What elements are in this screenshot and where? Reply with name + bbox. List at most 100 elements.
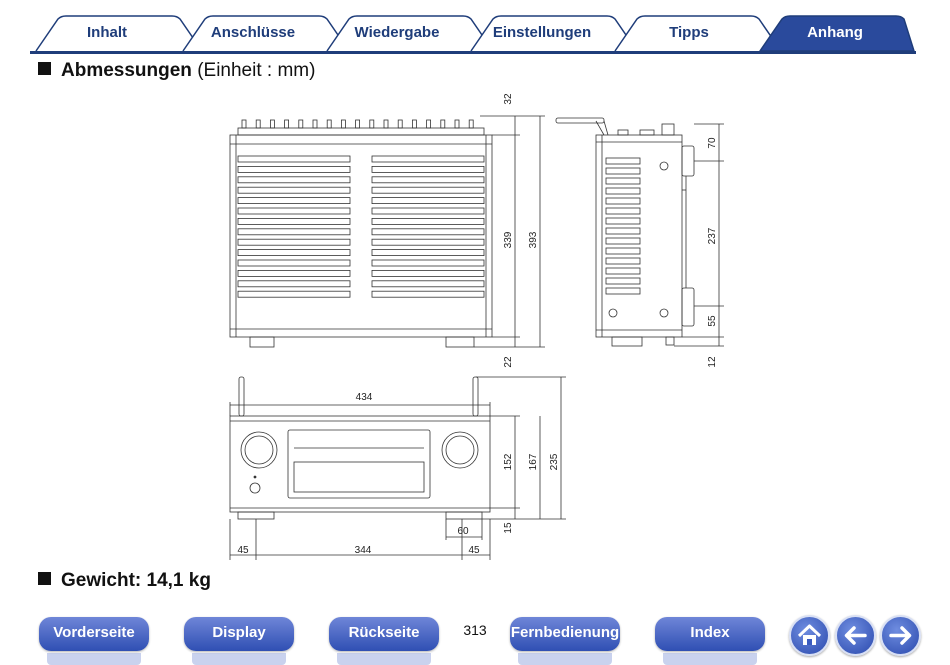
- connector-post: [312, 119, 318, 129]
- dim-foot-height: 15: [503, 522, 514, 534]
- vent-slot: [371, 155, 485, 163]
- tab-bar: Inhalt Anschlüsse Wiedergabe Einstellung…: [0, 0, 950, 56]
- vent-slot: [371, 228, 485, 236]
- dim-total-depth: 393: [528, 231, 539, 248]
- tab-wiedergabe[interactable]: Wiedergabe: [354, 24, 440, 41]
- vent-slot: [605, 217, 641, 225]
- connector-post: [411, 119, 417, 129]
- dimension-labels: 32 339 393 22 70 237 55 12 434 152 167 2…: [237, 93, 718, 556]
- vent-slot: [371, 165, 485, 173]
- vent-slot: [237, 269, 351, 277]
- dim-side-top: 70: [707, 137, 718, 149]
- dim-side-lower: 55: [707, 315, 718, 327]
- vent-slot: [237, 217, 351, 225]
- vent-slot: [237, 176, 351, 184]
- vent-slot: [371, 249, 485, 257]
- connector-post: [468, 119, 474, 129]
- front-panel-button[interactable]: Vorderseite: [39, 617, 149, 665]
- tab-bar-shapes: [30, 15, 916, 54]
- connector-post: [355, 119, 361, 129]
- vent-slot: [237, 186, 351, 194]
- vent-slot: [371, 290, 485, 298]
- dim-side-foot: 12: [707, 356, 718, 368]
- vent-slot: [371, 176, 485, 184]
- forward-button[interactable]: [880, 615, 921, 656]
- vent-slot: [237, 165, 351, 173]
- index-button[interactable]: Index: [655, 617, 765, 665]
- vent-slot: [605, 277, 641, 285]
- vent-slot: [605, 207, 641, 215]
- vent-slot: [605, 247, 641, 255]
- dim-foot-width: 60: [457, 526, 469, 537]
- vent-slot: [605, 177, 641, 185]
- connector-post: [326, 119, 332, 129]
- vent-slot: [371, 197, 485, 205]
- dim-body-height: 152: [503, 453, 514, 470]
- tab-einstellungen[interactable]: Einstellungen: [492, 24, 592, 41]
- rear-panel-button[interactable]: Rückseite: [329, 617, 439, 665]
- vent-slot: [237, 197, 351, 205]
- home-icon: [797, 624, 822, 645]
- dim-left-offset: 45: [237, 545, 249, 556]
- dim-height-with-feet: 167: [528, 453, 539, 470]
- side-view-dimensions: [674, 123, 724, 347]
- back-button[interactable]: [835, 615, 876, 656]
- vent-slot: [371, 238, 485, 246]
- section-title-dimensions: Abmessungen (Einheit : mm): [38, 60, 315, 82]
- vent-slot: [605, 287, 641, 295]
- vent-slot: [237, 228, 351, 236]
- connector-post: [255, 119, 261, 129]
- tab-tipps[interactable]: Tipps: [669, 24, 709, 41]
- vent-slot: [605, 237, 641, 245]
- arrow-left-icon: [844, 626, 867, 645]
- dimensions-unit: (Einheit : mm): [197, 60, 316, 81]
- dim-height-with-antenna: 235: [549, 453, 560, 470]
- connector-post: [241, 119, 247, 129]
- bullet-square-icon: [38, 572, 51, 585]
- vent-slot: [371, 217, 485, 225]
- vent-slot: [237, 249, 351, 257]
- tab-anschluesse[interactable]: Anschlüsse: [210, 24, 296, 41]
- page-number: 313: [463, 622, 487, 638]
- connector-post: [340, 119, 346, 129]
- connector-post: [440, 119, 446, 129]
- connector-post: [397, 119, 403, 129]
- tab-inhalt[interactable]: Inhalt: [87, 24, 127, 41]
- arrow-right-icon: [889, 626, 912, 645]
- top-view-dimensions: [474, 115, 545, 348]
- connector-post: [369, 119, 375, 129]
- vent-slot: [371, 207, 485, 215]
- tab-anhang[interactable]: Anhang: [807, 24, 863, 41]
- vent-slot: [605, 187, 641, 195]
- dim-width: 434: [356, 392, 373, 403]
- bullet-square-icon: [38, 62, 51, 75]
- connector-post: [284, 119, 290, 129]
- vent-slot: [371, 269, 485, 277]
- connector-post: [454, 119, 460, 129]
- vent-slot: [371, 259, 485, 267]
- vent-slot: [605, 227, 641, 235]
- home-button[interactable]: [789, 615, 830, 656]
- dim-right-offset: 45: [468, 545, 480, 556]
- connector-post: [383, 119, 389, 129]
- vent-slot: [605, 197, 641, 205]
- dimensions-heading: Abmessungen: [61, 60, 192, 81]
- display-button[interactable]: Display: [184, 617, 294, 665]
- dim-depth: 339: [503, 231, 514, 248]
- vent-slot: [605, 257, 641, 265]
- vent-slot: [237, 290, 351, 298]
- remote-control-button[interactable]: Fernbedienung: [510, 617, 620, 665]
- dim-side-middle: 237: [707, 227, 718, 244]
- weight-heading: Gewicht: 14,1 kg: [61, 570, 211, 591]
- connector-post: [426, 119, 432, 129]
- dim-foot-depth: 22: [503, 356, 514, 368]
- connector-post: [298, 119, 304, 129]
- front-view: [229, 376, 491, 520]
- vent-slot: [237, 238, 351, 246]
- vent-slot: [371, 280, 485, 288]
- connector-post: [269, 119, 275, 129]
- vent-slot: [605, 267, 641, 275]
- vent-slot: [237, 155, 351, 163]
- vent-slot: [605, 157, 641, 165]
